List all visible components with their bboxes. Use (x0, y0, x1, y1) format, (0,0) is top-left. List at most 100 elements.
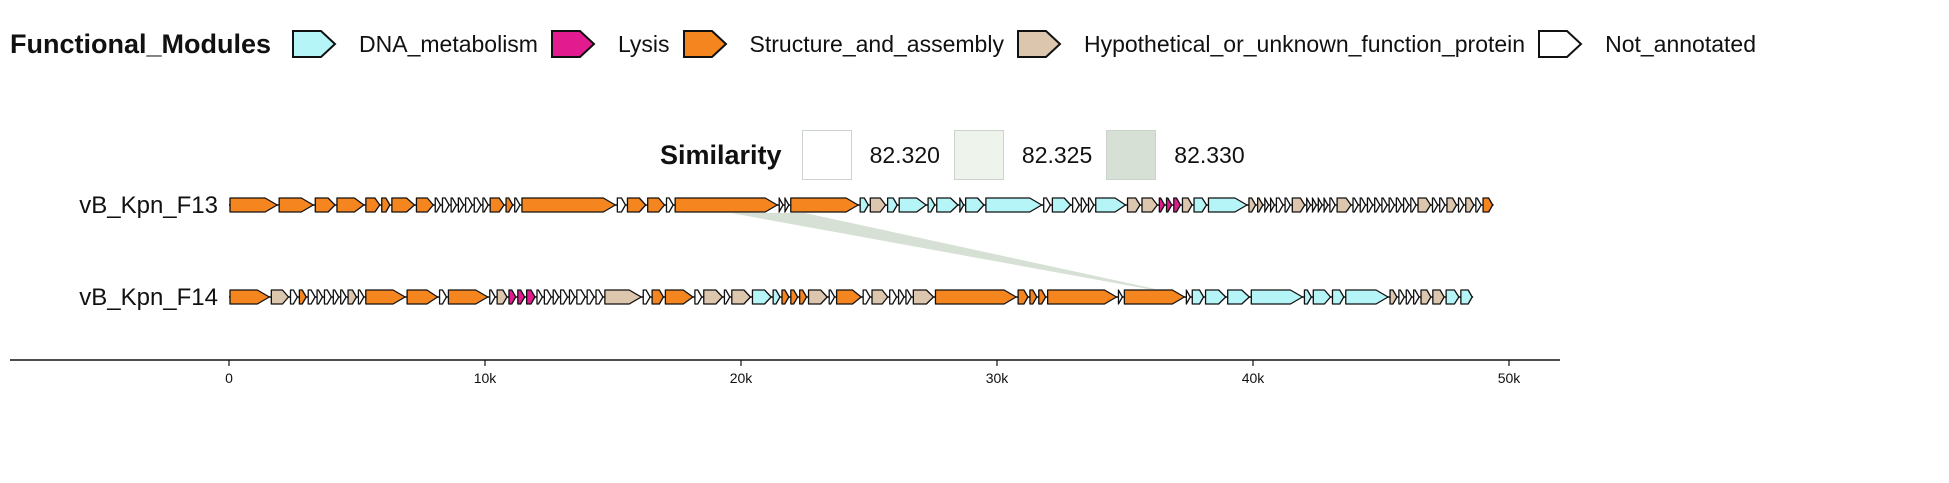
gene-arrow (441, 197, 450, 213)
gene-arrow (905, 289, 912, 305)
gene-arrow (559, 289, 569, 305)
gene-arrow (1359, 197, 1367, 213)
gene-arrow (1284, 197, 1291, 213)
gene-arrow (314, 197, 336, 213)
genome-label: vB_Kpn_F13 (79, 192, 218, 219)
axis-tick-label: 30k (986, 370, 1010, 386)
gene-arrow (869, 197, 887, 213)
gene-arrow (889, 289, 898, 305)
legend-label: Structure_and_assembly (749, 30, 1004, 57)
gene-arrow (781, 289, 790, 305)
gene-arrow (1193, 197, 1208, 213)
gene-arrow (731, 289, 752, 305)
gene-arrow (626, 197, 647, 213)
gene-arrow (1420, 289, 1432, 305)
gene-arrow (450, 197, 458, 213)
gene-arrow (1381, 197, 1388, 213)
gene-arrow (664, 289, 694, 305)
gene-arrow (1417, 197, 1432, 213)
similarity-swatch (953, 130, 1004, 180)
gene-arrow (772, 289, 781, 305)
gene-arrow (1303, 289, 1312, 305)
axis-tick-label: 40k (1242, 370, 1266, 386)
gene-arrow (665, 197, 674, 213)
gene-arrow-icon (1538, 30, 1583, 58)
gene-arrow (1204, 289, 1227, 305)
gene-arrow (289, 289, 299, 305)
gene-arrow (1263, 197, 1270, 213)
gene-arrow (526, 289, 536, 305)
gene-arrow (229, 197, 278, 213)
gene-arrow (1329, 197, 1336, 213)
gene-arrow (871, 289, 889, 305)
gene-arrow (828, 289, 836, 305)
gene-arrow (381, 197, 391, 213)
similarity-item: 82.320 (801, 130, 940, 180)
gene-arrow (1191, 289, 1205, 305)
gene-arrow (898, 197, 927, 213)
gene-arrow (552, 289, 560, 305)
gene-arrow (985, 197, 1043, 213)
gene-arrow (1388, 197, 1396, 213)
gene-arrow (1181, 197, 1193, 213)
gene-arrow (1312, 289, 1332, 305)
genome-track: vB_Kpn_F13 (79, 192, 1494, 219)
gene-arrow (336, 197, 365, 213)
gene-arrow (1080, 197, 1088, 213)
gene-arrow (912, 289, 935, 305)
gene-arrow (1123, 289, 1186, 305)
gene-arrow (576, 289, 586, 305)
gene-arrow (536, 289, 544, 305)
gene-arrow (1405, 289, 1413, 305)
gene-arrow (365, 289, 406, 305)
gene-arrow (1389, 289, 1398, 305)
gene-arrow (316, 289, 324, 305)
gene-arrow (965, 197, 985, 213)
gene-arrow (1158, 197, 1166, 213)
gene-arrow (784, 197, 790, 213)
gene-arrow (1465, 197, 1475, 213)
gene-arrow (1374, 197, 1381, 213)
gene-arrow (1446, 197, 1458, 213)
similarity-item: 82.325 (953, 130, 1093, 180)
legend-label: Lysis (617, 30, 670, 57)
similarity-label: 82.330 (1174, 141, 1245, 168)
gene-arrow (790, 197, 859, 213)
gene-arrow (723, 289, 731, 305)
gene-arrow (1095, 197, 1127, 213)
legend-item: Not_annotated (1537, 29, 1756, 59)
gene-arrow (1352, 197, 1359, 213)
gene-arrow (1207, 197, 1248, 213)
gene-arrow (859, 197, 869, 213)
gene-arrow (1250, 289, 1304, 305)
gene-arrow (391, 197, 416, 213)
legend-item: Lysis (550, 29, 670, 59)
gene-arrow (489, 197, 505, 213)
gene-arrow (790, 289, 799, 305)
gene-arrow (1432, 289, 1445, 305)
gene-arrow (835, 289, 862, 305)
gene-arrow (1482, 197, 1494, 213)
gene-arrow (1256, 197, 1264, 213)
gene-arrow (1366, 197, 1374, 213)
gene-arrow (1398, 289, 1405, 305)
gene-arrow (1087, 197, 1095, 213)
gene-arrow (1345, 289, 1389, 305)
gene-arrow (332, 289, 340, 305)
similarity-links (730, 213, 1156, 289)
gene-arrow (1402, 197, 1410, 213)
gene-arrow (1227, 289, 1250, 305)
gene-arrow (1410, 197, 1417, 213)
similarity-swatch (801, 130, 852, 180)
legend-label: Hypothetical_or_unknown_function_protein (1083, 30, 1526, 57)
gene-arrow (1305, 197, 1312, 213)
legend-label: DNA_metabolism (359, 30, 538, 57)
legend-title: Functional_Modules (10, 28, 272, 59)
gene-arrow (1017, 289, 1029, 305)
similarity-label: 82.325 (1021, 141, 1093, 168)
gene-arrow (307, 289, 316, 305)
gene-arrow (1457, 197, 1465, 213)
